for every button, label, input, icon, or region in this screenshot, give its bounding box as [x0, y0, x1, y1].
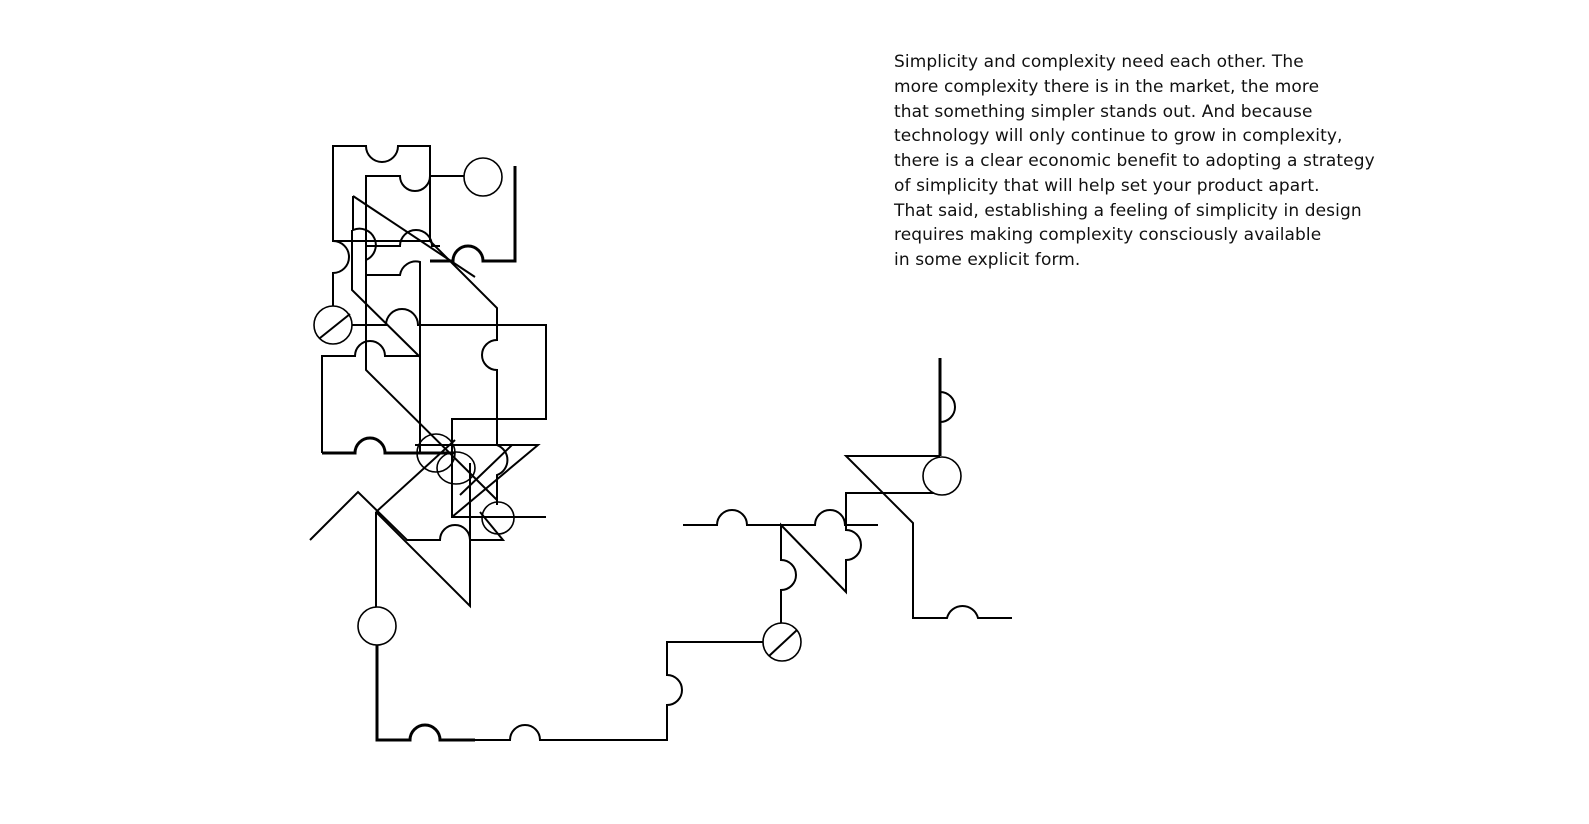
- triangle: [440, 444, 515, 496]
- slash: [319, 313, 351, 339]
- quote-line: that something simpler stands out. And b…: [894, 101, 1313, 122]
- diagonal-line: [375, 463, 471, 609]
- puzzle-line: [352, 308, 547, 518]
- quote-line: of simplicity that will help set your pr…: [894, 175, 1320, 196]
- diagonal-line: [429, 240, 509, 505]
- circle-node: [436, 451, 476, 485]
- quote-line: more complexity there is in the market, …: [894, 76, 1320, 97]
- circle-node: [357, 606, 397, 646]
- diagonal-line: [843, 455, 1012, 619]
- slash: [768, 629, 798, 657]
- circle-node: [922, 456, 962, 496]
- thick-bracket: [430, 166, 517, 263]
- quote-line: requires making complexity consciously a…: [894, 225, 1322, 246]
- diagonal-line: [352, 195, 476, 278]
- slashed-circle: [313, 305, 353, 345]
- puzzle-line: [366, 260, 421, 453]
- circle-node: [463, 157, 503, 197]
- quote-line: Simplicity and complexity need each othe…: [894, 52, 1304, 72]
- path-line: [375, 645, 475, 742]
- puzzle-rect-top: [332, 145, 431, 242]
- quote-line: there is a clear economic benefit to ado…: [894, 151, 1375, 171]
- circle-node: [416, 433, 456, 473]
- quote-line: That said, establishing a feeling of sim…: [894, 200, 1362, 221]
- puzzle-line: [683, 509, 878, 526]
- puzzle-line: [366, 229, 440, 247]
- puzzle-line: [365, 175, 465, 275]
- diagonal-line: [352, 196, 498, 501]
- quote-text: Simplicity and complexity need each othe…: [894, 50, 1375, 273]
- puzzle-rect-bottom: [321, 340, 420, 453]
- puzzle-line: [780, 492, 940, 623]
- diagonal-line: [351, 230, 421, 358]
- path-line: [475, 641, 763, 741]
- bump: [939, 391, 956, 423]
- quote-line: in some explicit form.: [894, 250, 1081, 270]
- puzzle-line: [332, 240, 350, 306]
- diagonal-line: [375, 439, 456, 513]
- quote-line: technology will only continue to grow in…: [894, 126, 1343, 147]
- puzzle-base: [322, 436, 455, 455]
